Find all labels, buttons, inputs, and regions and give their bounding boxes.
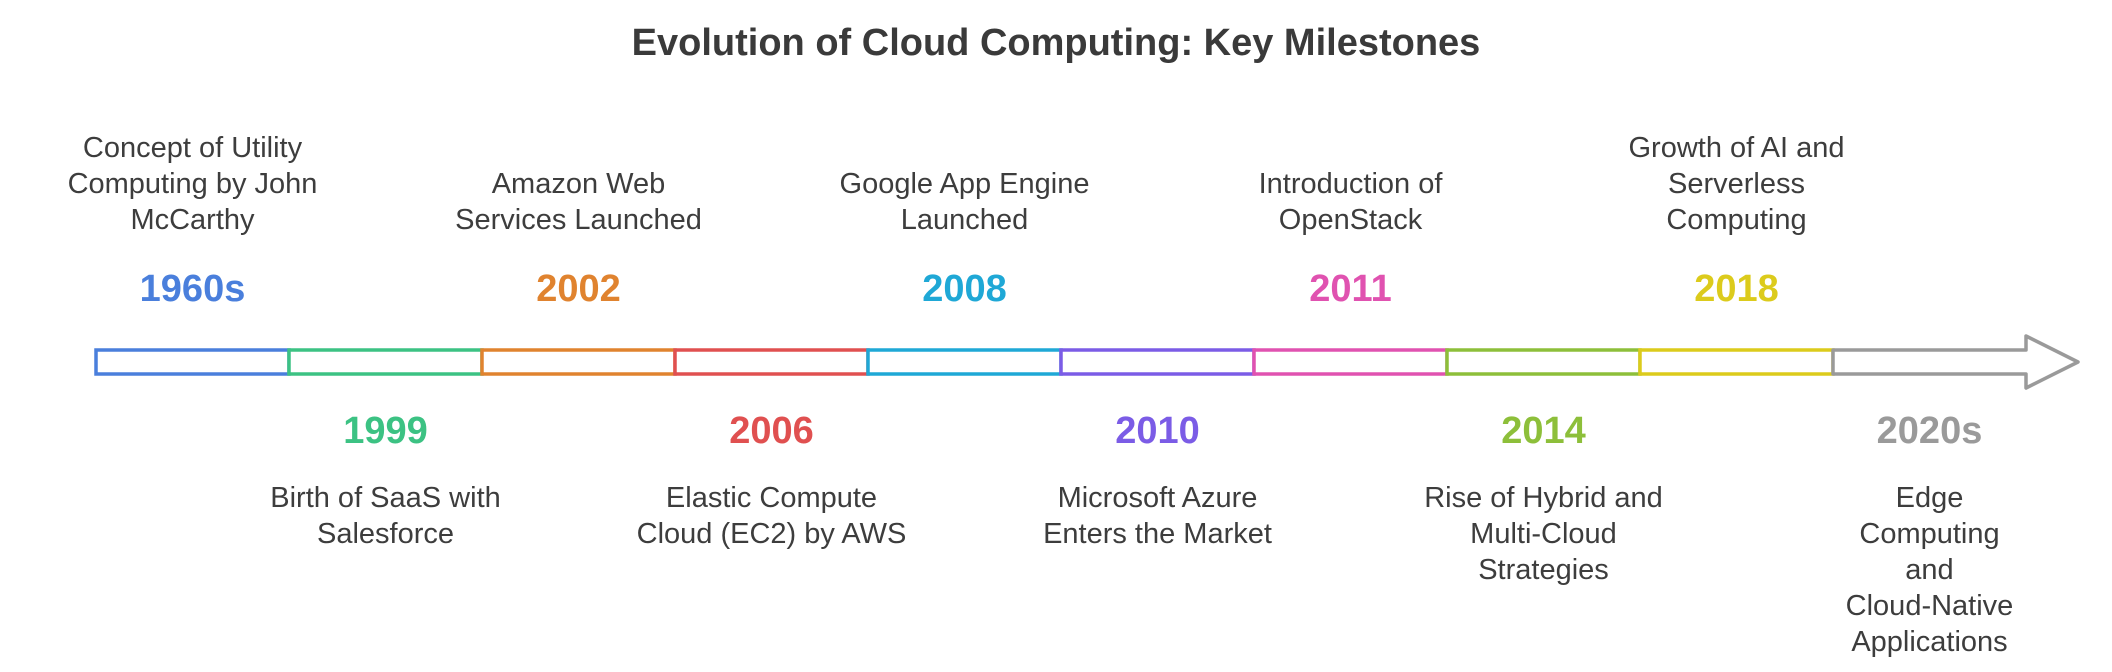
milestone-description-1999: Birth of SaaS with Salesforce — [270, 482, 501, 550]
timeline-segment-2018 — [1638, 348, 1835, 376]
timeline-arrow-segment-2020s — [1831, 334, 2080, 390]
timeline-segment-2011 — [1252, 348, 1449, 376]
milestone-year-2006: 2006 — [729, 410, 814, 452]
timeline-segment-2002 — [480, 348, 677, 376]
timeline-segment-2008 — [866, 348, 1063, 376]
milestone-description-2006: Elastic Compute Cloud (EC2) by AWS — [636, 482, 907, 550]
page-title: Evolution of Cloud Computing: Key Milest… — [631, 22, 1481, 64]
timeline-segment-1960s — [94, 348, 291, 376]
milestone-description-2008: Google App Engine Launched — [839, 168, 1090, 236]
milestone-description-2018: Growth of AI and Serverless Computing — [1628, 132, 1845, 236]
milestone-description-1960s: Concept of Utility Computing by John McC… — [67, 132, 318, 236]
timeline-segment-2006 — [673, 348, 870, 376]
milestone-year-2010: 2010 — [1115, 410, 1200, 452]
timeline-segment-2010 — [1059, 348, 1256, 376]
timeline-segment-2014 — [1445, 348, 1642, 376]
milestone-description-2020s: Edge Computing and Cloud-Native Applicat… — [1845, 482, 2014, 658]
milestone-year-2002: 2002 — [536, 268, 621, 310]
milestone-description-2002: Amazon Web Services Launched — [455, 168, 702, 236]
milestone-description-2011: Introduction of OpenStack — [1258, 168, 1443, 236]
milestone-year-2014: 2014 — [1501, 410, 1586, 452]
milestone-year-1960s: 1960s — [139, 268, 246, 310]
timeline-segment-1999 — [287, 348, 484, 376]
milestone-year-2011: 2011 — [1309, 268, 1392, 310]
milestone-year-2018: 2018 — [1694, 268, 1779, 310]
milestone-year-1999: 1999 — [343, 410, 428, 452]
milestone-description-2010: Microsoft Azure Enters the Market — [1043, 482, 1272, 550]
milestone-year-2008: 2008 — [922, 268, 1007, 310]
milestone-year-2020s: 2020s — [1876, 410, 1983, 452]
milestone-description-2014: Rise of Hybrid and Multi-Cloud Strategie… — [1424, 482, 1663, 586]
